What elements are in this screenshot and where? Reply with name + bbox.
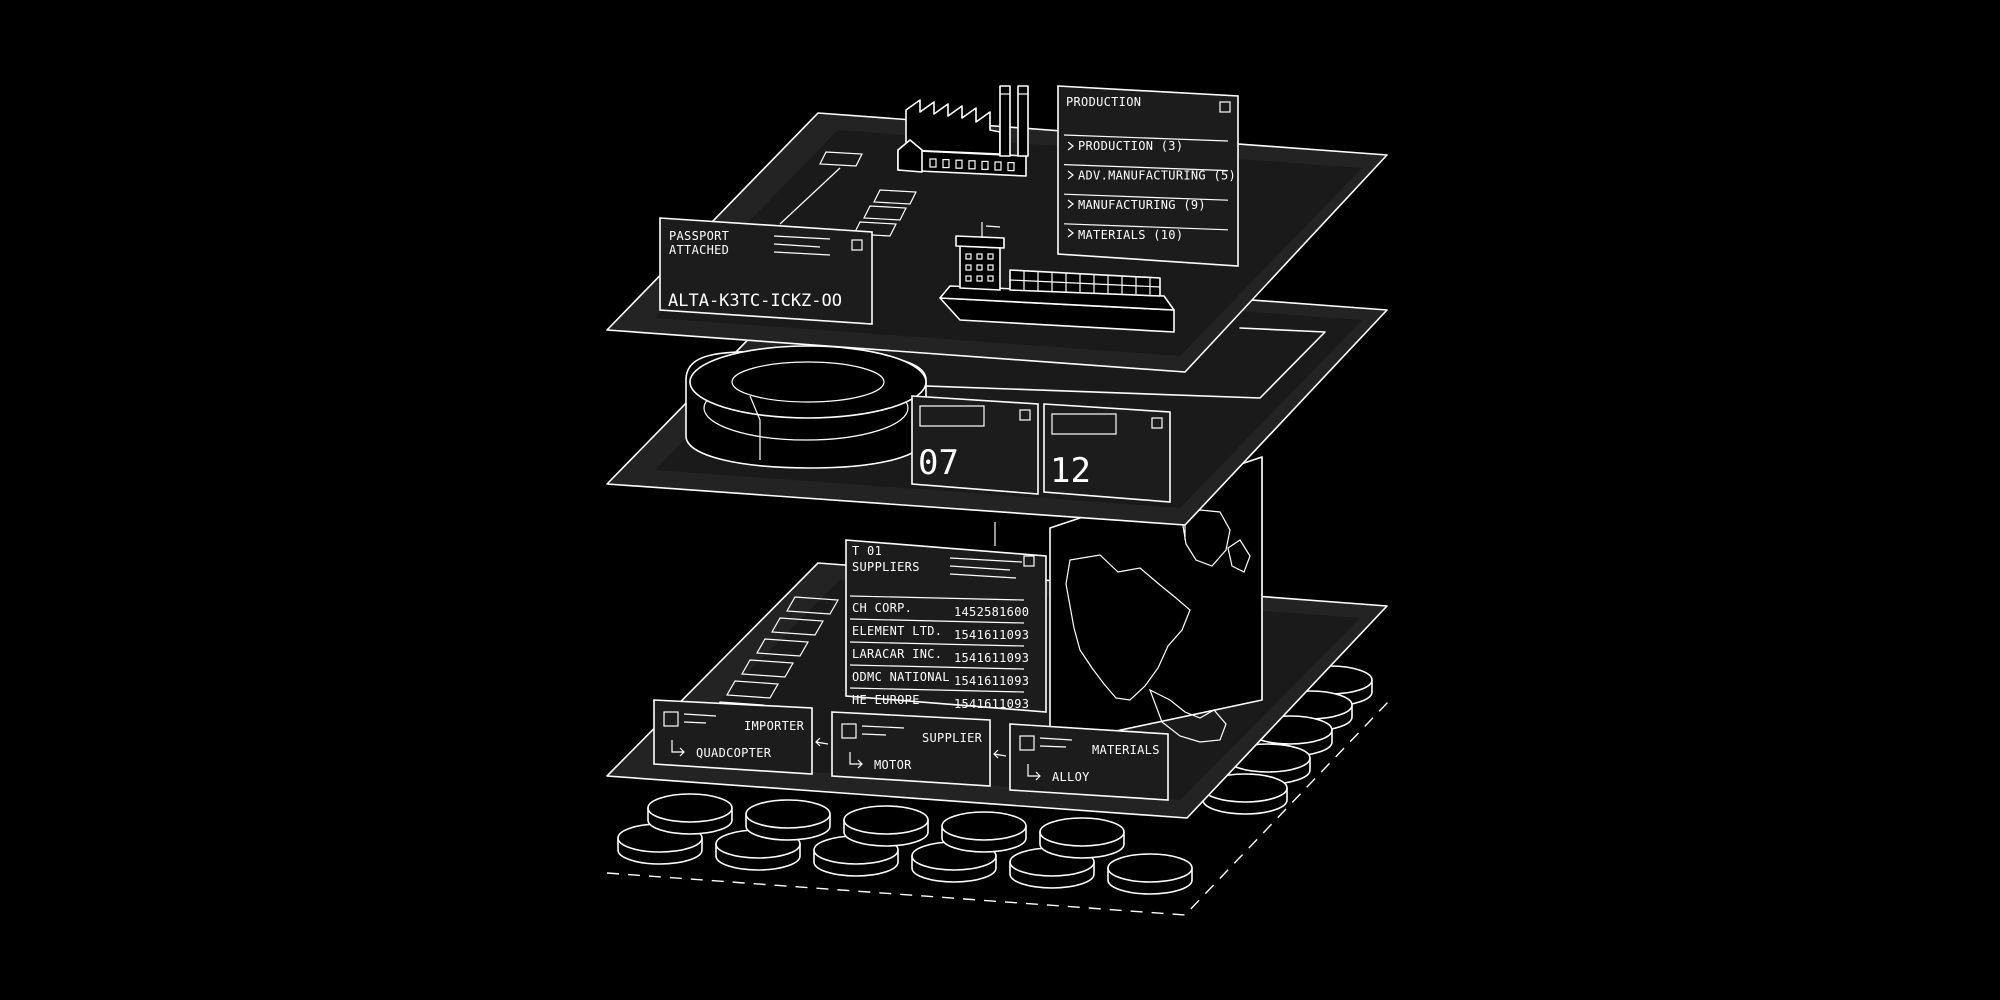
factory-icon bbox=[897, 85, 1029, 177]
chain-label: MATERIALS bbox=[1092, 743, 1160, 757]
supplier-name: ELEMENT LTD. bbox=[852, 624, 942, 638]
coin-stack-icon bbox=[617, 665, 1373, 895]
chevron-right-icon bbox=[1067, 170, 1074, 180]
supplier-id: 1541611093 bbox=[954, 697, 1029, 711]
chain-materials-card: MATERIALS ALLOY bbox=[1009, 723, 1169, 801]
production-menu-item: MATERIALS (10) bbox=[1078, 228, 1183, 242]
production-menu-item: MANUFACTURING (9) bbox=[1078, 198, 1206, 212]
production-menu-item: ADV.MANUFACTURING (5) bbox=[1078, 169, 1236, 183]
chain-supplier-card: SUPPLIER MOTOR bbox=[831, 711, 991, 787]
suppliers-title-2: SUPPLIERS bbox=[852, 560, 920, 574]
supplier-name: ODMC NATIONAL bbox=[852, 670, 950, 684]
suppliers-table: T 01 SUPPLIERS CH CORP. 1452581600ELEMENT… bbox=[845, 539, 1047, 713]
chevron-right-icon bbox=[1067, 199, 1074, 209]
supplier-name: HE EUROPE bbox=[852, 693, 920, 707]
table-row: LARACAR INC. 1541611093 bbox=[852, 647, 1029, 665]
counter-value: 12 bbox=[1050, 451, 1091, 491]
counter-card-12: 12 bbox=[1043, 403, 1171, 503]
suppliers-title-1: T 01 bbox=[852, 544, 882, 558]
chain-label: SUPPLIER bbox=[922, 731, 983, 745]
chain-importer-card: IMPORTER QUADCOPTER bbox=[653, 699, 813, 775]
chain-label: IMPORTER bbox=[744, 719, 805, 733]
production-menu: PRODUCTION PRODUCTION (3) ADV.MANUFACTURI… bbox=[1057, 85, 1239, 267]
passport-code: ALTA-K3TC-ICKZ-OO bbox=[668, 291, 842, 311]
supplier-id: 1541611093 bbox=[954, 651, 1029, 665]
chain-sub: QUADCOPTER bbox=[696, 746, 772, 760]
chevron-right-icon bbox=[1067, 228, 1074, 238]
table-row: CH CORP. 1452581600 bbox=[852, 601, 1029, 619]
passport-line-2: ATTACHED bbox=[669, 243, 729, 257]
supplier-name: LARACAR INC. bbox=[852, 647, 942, 661]
cargo-ship-icon bbox=[939, 222, 1175, 333]
counter-card-07: 07 bbox=[911, 395, 1039, 495]
supplier-name: CH CORP. bbox=[852, 601, 912, 615]
table-row: ODMC NATIONAL 1541611093 bbox=[852, 670, 1029, 688]
donut-chart-icon bbox=[685, 345, 927, 469]
passport-card: PASSPORT ATTACHED ALTA-K3TC-ICKZ-OO bbox=[659, 217, 873, 325]
arrow-left-icon bbox=[993, 749, 1007, 759]
base-dashed-outline bbox=[606, 701, 1389, 916]
supplier-id: 1541611093 bbox=[954, 628, 1029, 642]
production-menu-item: PRODUCTION (3) bbox=[1078, 139, 1183, 153]
chain-sub: MOTOR bbox=[874, 758, 912, 772]
arrow-left-icon bbox=[815, 737, 829, 747]
chevron-right-icon bbox=[1067, 141, 1074, 151]
table-row: ELEMENT LTD. 1541611093 bbox=[852, 624, 1029, 642]
counter-value: 07 bbox=[918, 443, 959, 483]
supplier-id: 1541611093 bbox=[954, 674, 1029, 688]
table-row: HE EUROPE 1541611093 bbox=[852, 693, 1029, 711]
storage-slots bbox=[779, 151, 917, 237]
production-menu-title: PRODUCTION bbox=[1066, 95, 1141, 109]
layer-outline bbox=[759, 327, 1326, 399]
passport-line-1: PASSPORT bbox=[669, 229, 729, 243]
chain-sub: ALLOY bbox=[1052, 770, 1090, 784]
supplier-id: 1452581600 bbox=[954, 605, 1029, 619]
